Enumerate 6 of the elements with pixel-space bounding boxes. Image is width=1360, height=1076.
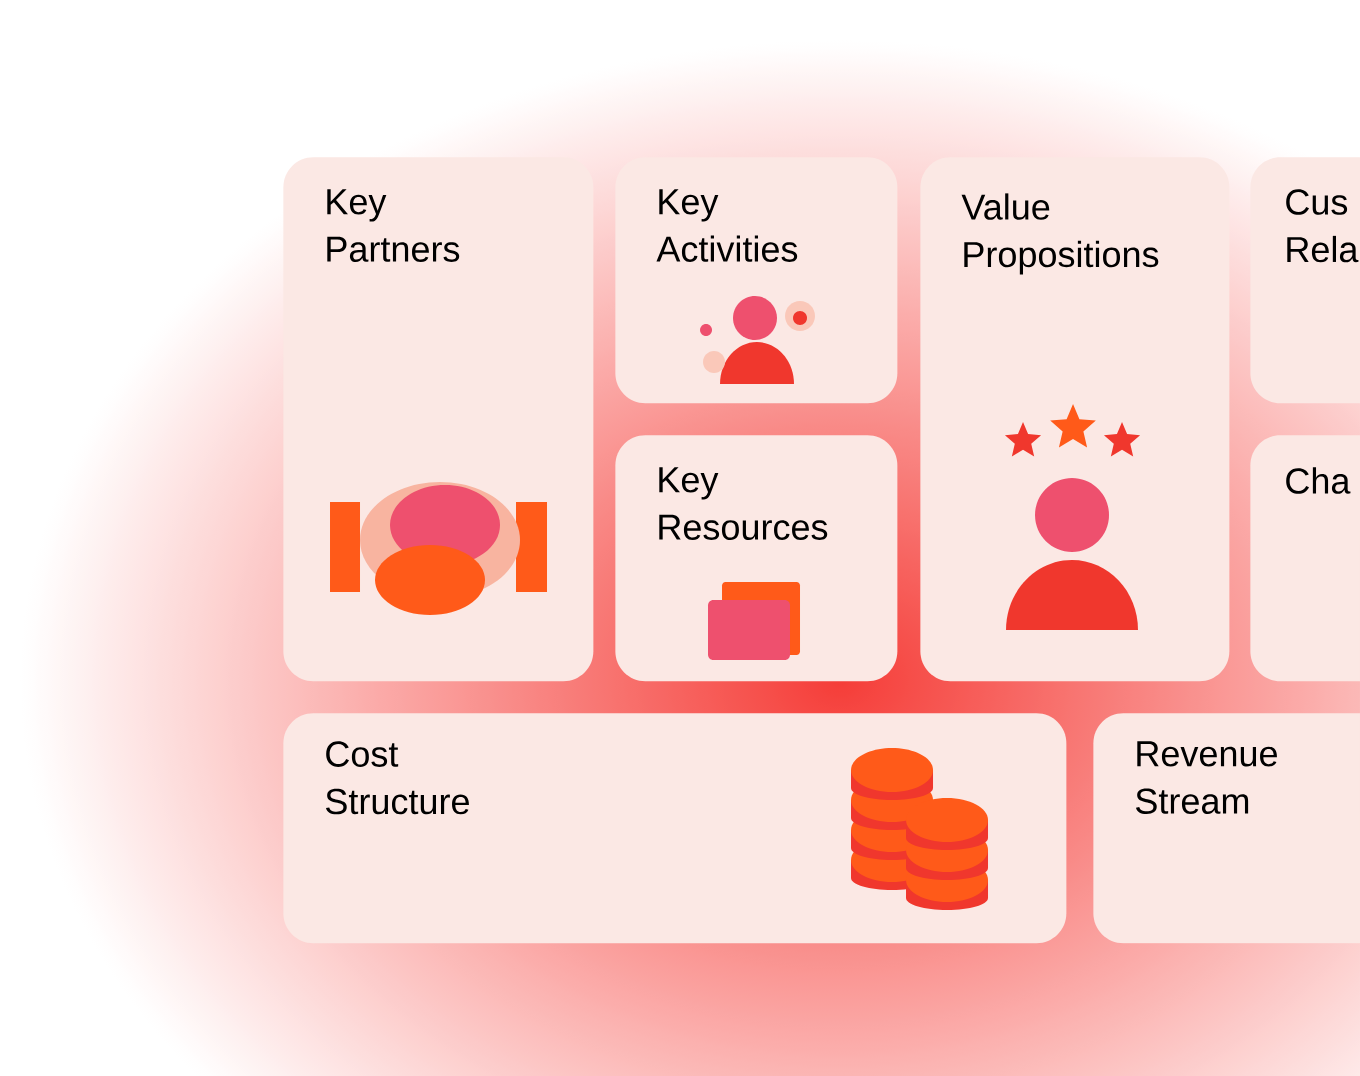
canvas-box: Cost Structure (283, 713, 1067, 944)
canvas-box: Key Activities (615, 157, 898, 404)
canvas-box: Revenue Stream (1093, 713, 1360, 944)
canvas-box: Value Propositions (920, 157, 1230, 682)
canvas-box: Cha (1250, 435, 1360, 682)
canvas-box: Cus Rela (1250, 157, 1360, 404)
